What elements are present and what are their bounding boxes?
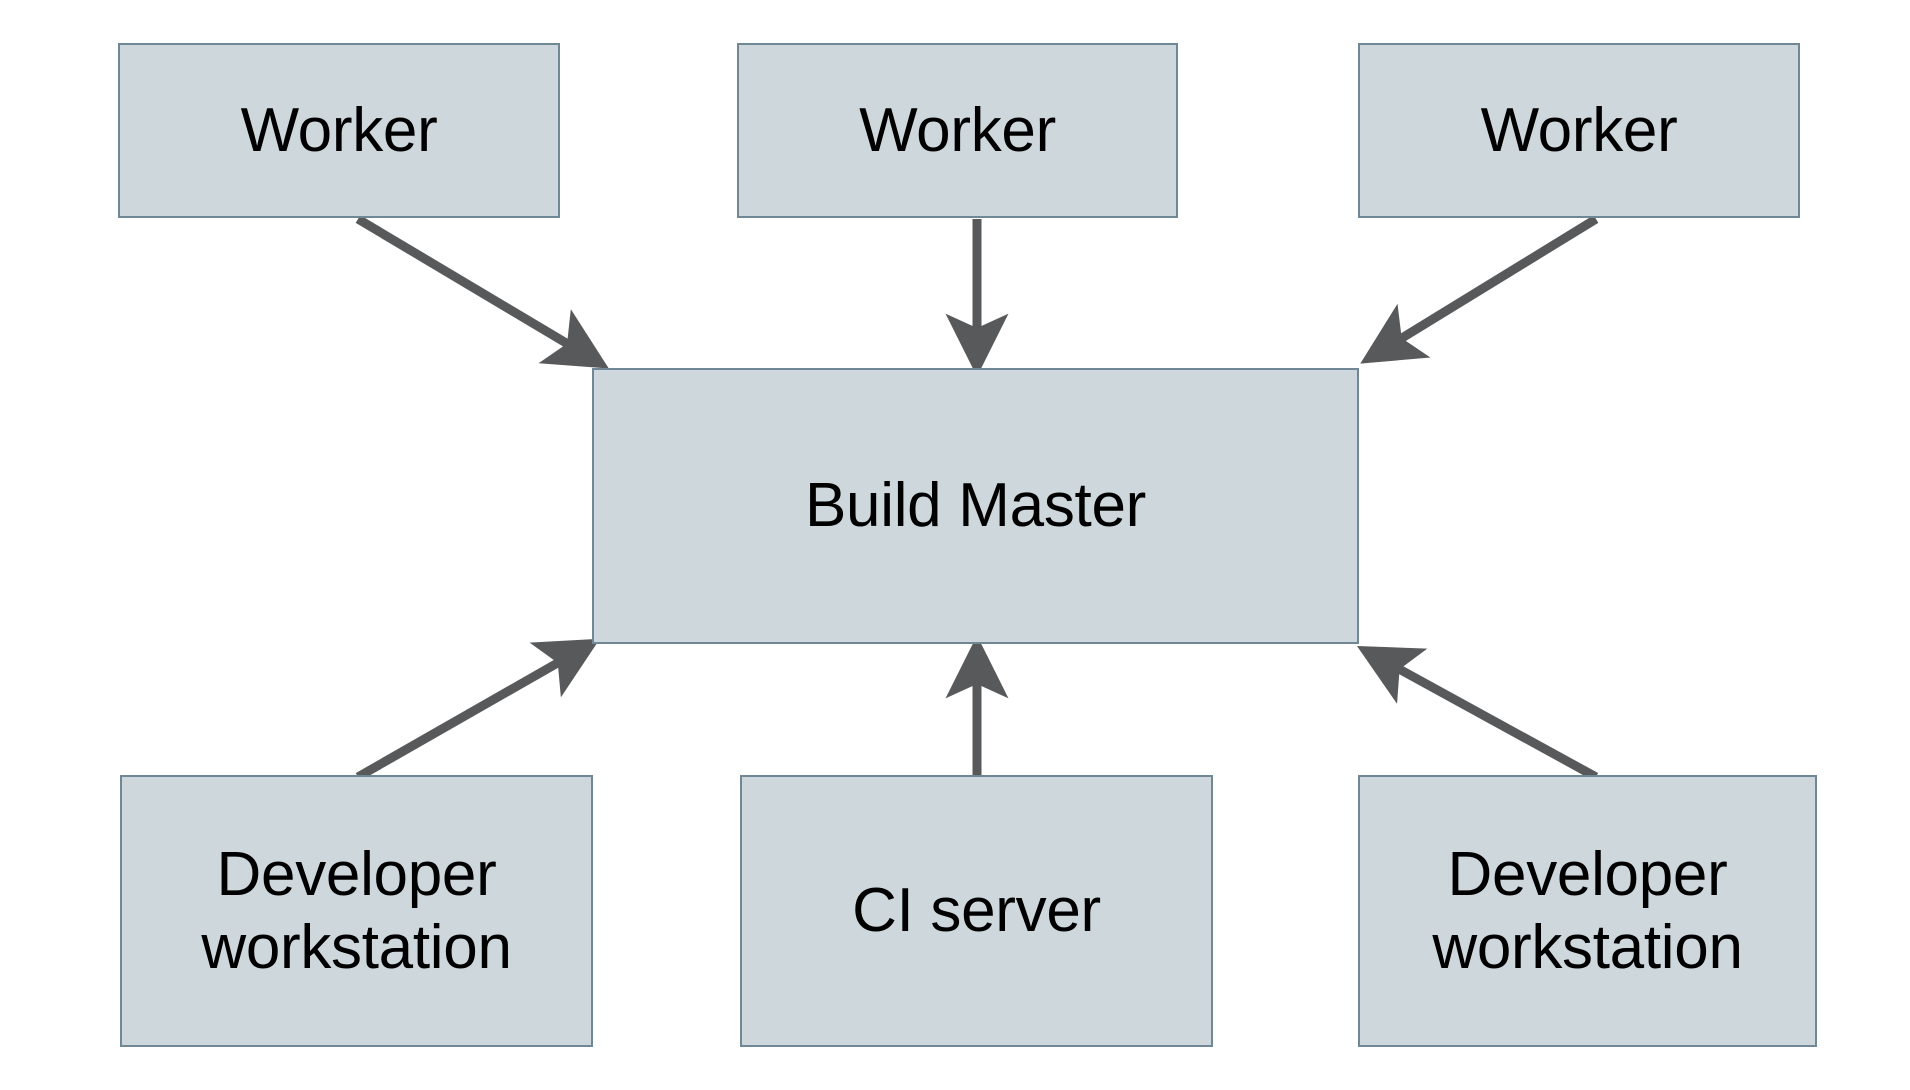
node-build-master-label: Build Master	[805, 471, 1146, 541]
node-worker-middle-label: Worker	[859, 95, 1056, 165]
node-ci-server[interactable]: CI server	[740, 775, 1213, 1047]
node-worker-right[interactable]: Worker	[1358, 43, 1800, 218]
node-worker-right-label: Worker	[1480, 95, 1678, 165]
edge-dev-left-to-master	[355, 638, 600, 781]
node-worker-left[interactable]: Worker	[118, 43, 560, 218]
edge-worker-left-to-master	[355, 215, 609, 369]
node-ci-server-label: CI server	[852, 876, 1101, 946]
edge-dev-right-to-master	[1356, 645, 1599, 781]
edge-worker-right-to-master	[1360, 215, 1599, 364]
node-developer-workstation-left[interactable]: Developer workstation	[120, 775, 593, 1047]
node-build-master[interactable]: Build Master	[592, 368, 1359, 644]
node-developer-workstation-left-label: Developer workstation	[201, 839, 512, 982]
node-worker-middle[interactable]: Worker	[737, 43, 1178, 218]
node-developer-workstation-right[interactable]: Developer workstation	[1358, 775, 1817, 1047]
node-worker-left-label: Worker	[240, 95, 438, 165]
node-developer-workstation-right-label: Developer workstation	[1432, 839, 1743, 982]
